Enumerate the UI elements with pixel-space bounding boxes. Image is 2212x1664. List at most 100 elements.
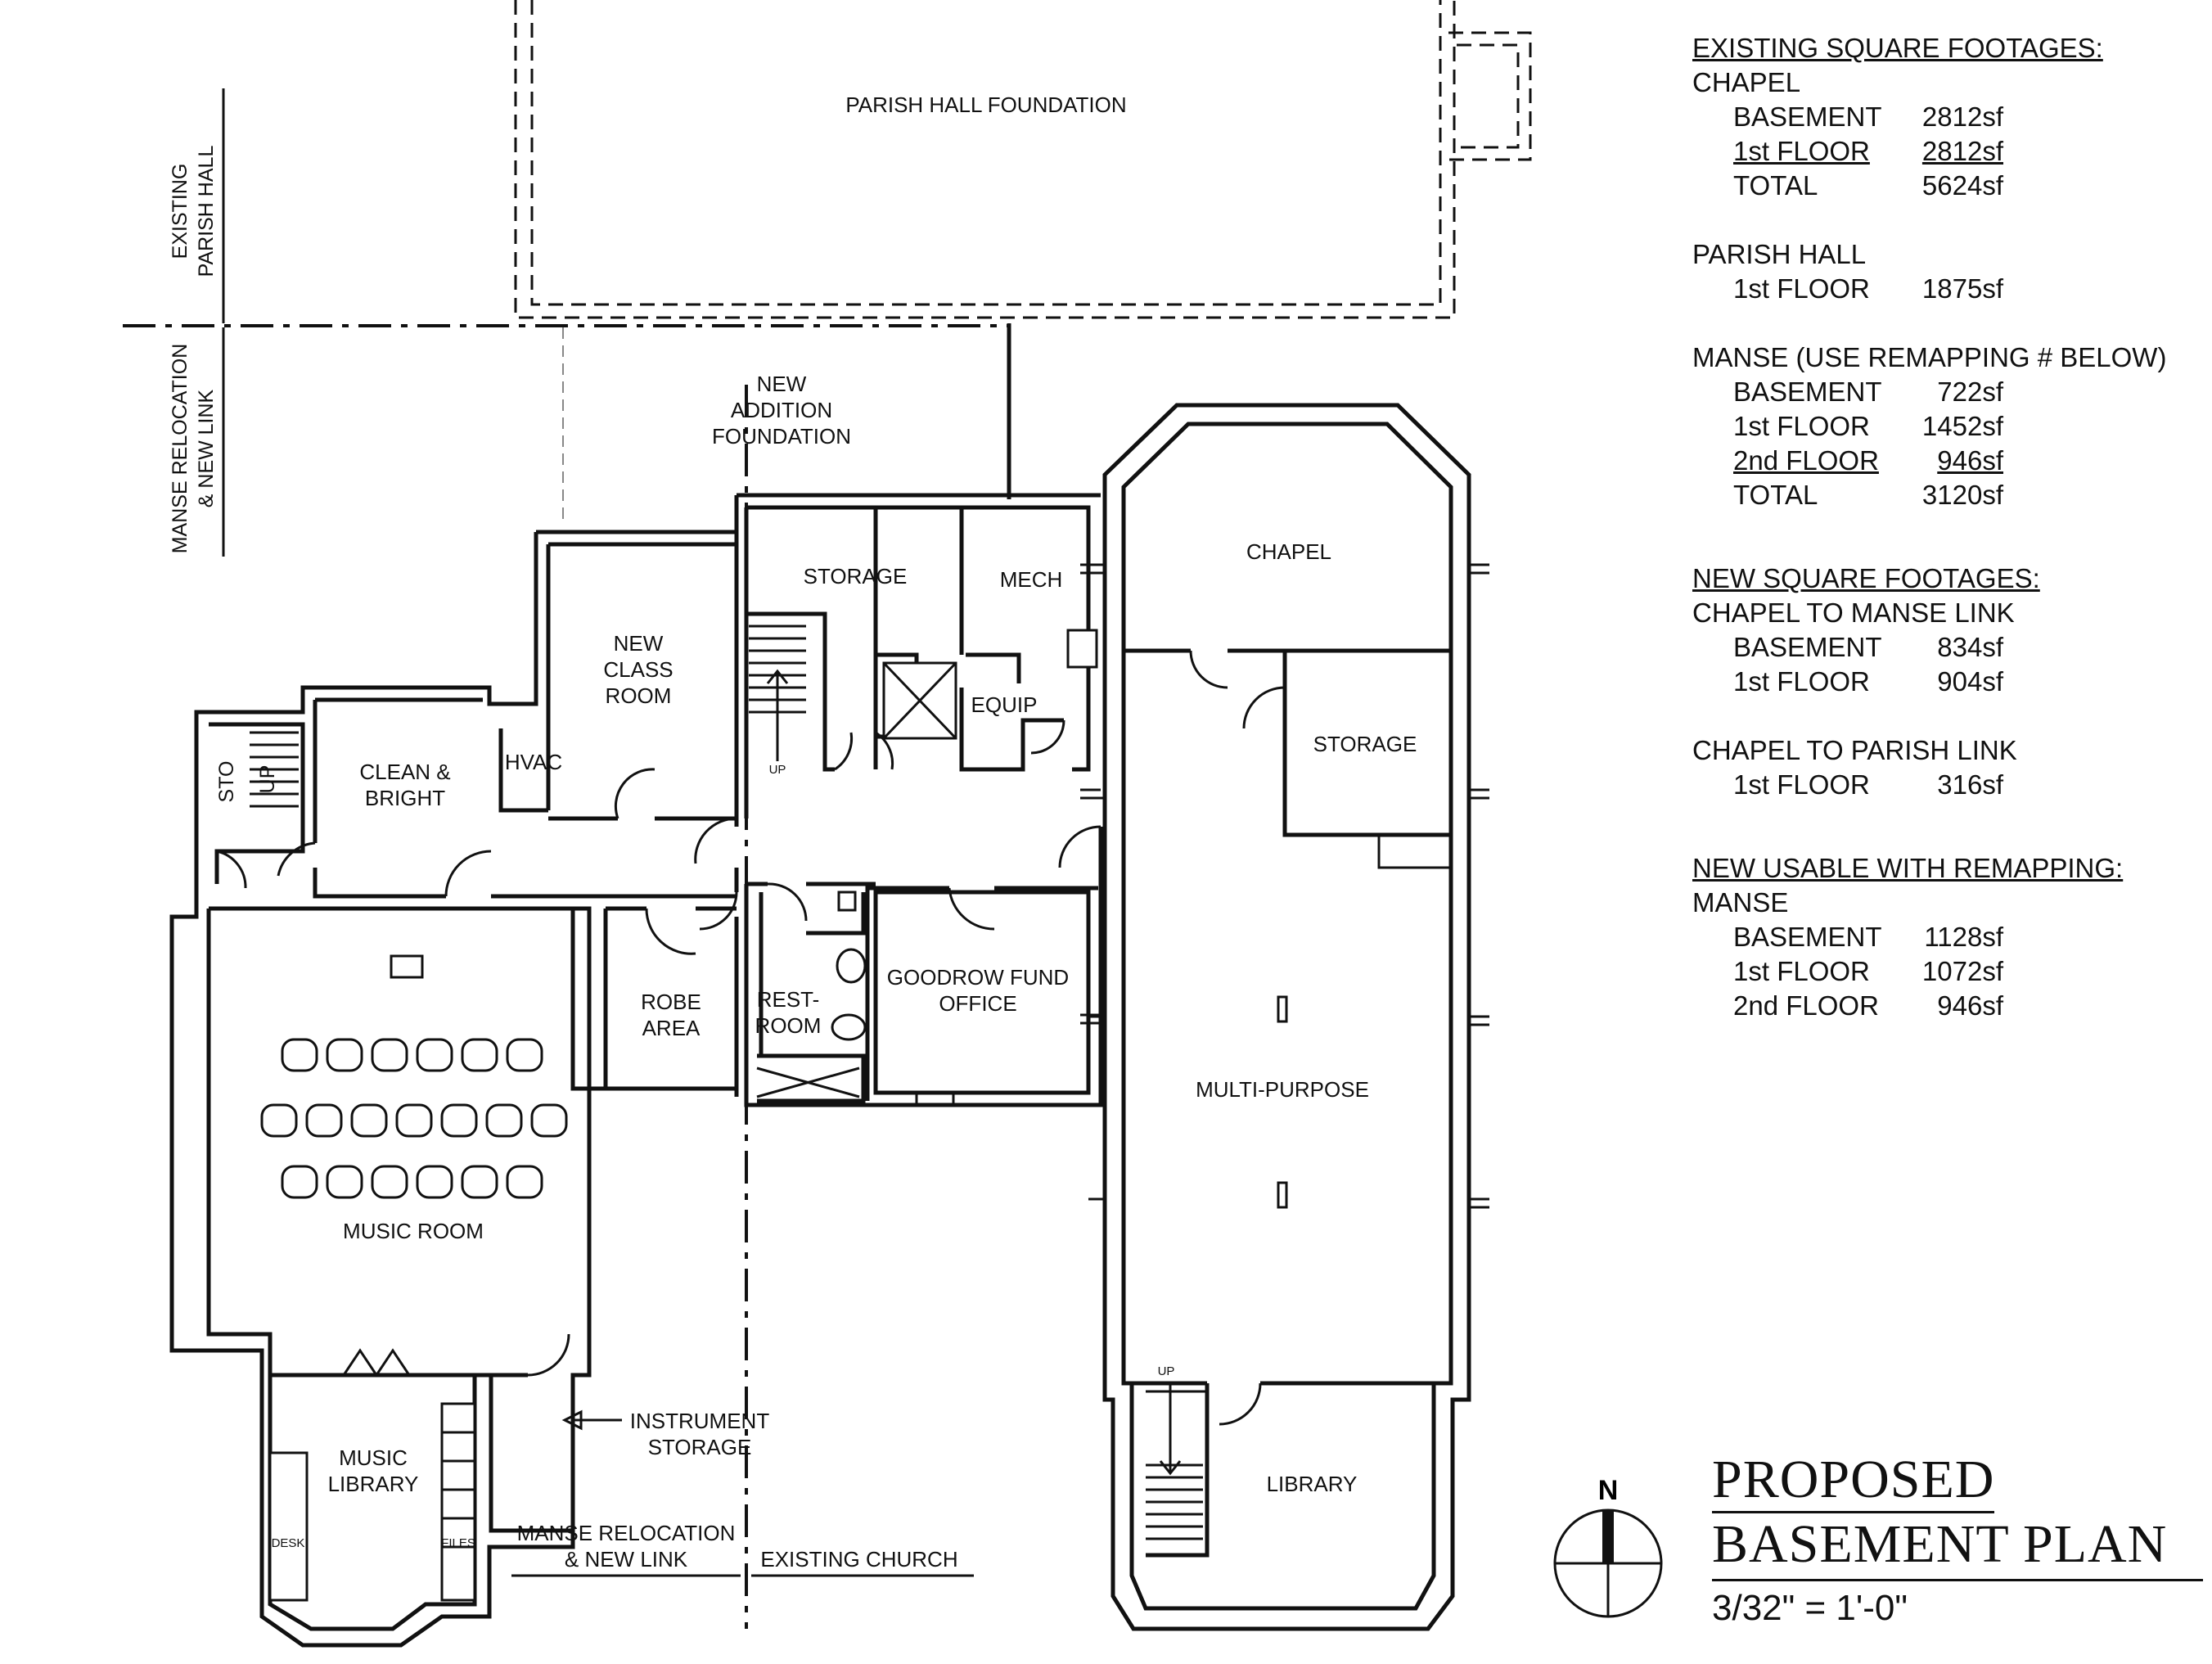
row-label: BASEMENT: [1733, 377, 1882, 407]
north-arrow: N: [1553, 1475, 1663, 1618]
instrument-storage-label-1: INSTRUMENT: [630, 1409, 770, 1433]
music-room-label: MUSIC ROOM: [343, 1219, 484, 1243]
row-value: 1875sf: [1921, 273, 2003, 304]
files-label: FILES: [441, 1536, 475, 1550]
remapping-heading: NEW USABLE WITH REMAPPING:: [1692, 853, 2124, 883]
restroom-label-1: REST-: [757, 987, 820, 1012]
clean-bright-label-1: CLEAN &: [359, 760, 450, 784]
row-label: 2nd FLOOR: [1733, 445, 1879, 476]
manse-relocation-vertical-label-2: & NEW LINK: [195, 389, 218, 507]
restroom-label-2: ROOM: [755, 1013, 822, 1038]
toilet-2: [831, 1013, 867, 1041]
row-value: 904sf: [1937, 666, 2003, 697]
existing-parish-hall-label-1: EXISTING: [169, 164, 191, 259]
row-value: 946sf: [1937, 445, 2003, 476]
new-class-room-label-2: CLASS: [603, 657, 673, 682]
row-value: 1072sf: [1921, 956, 2003, 986]
manse-lower-walls: DESK FILES ROBE AREA MUSIC ROOM MUSIC LI…: [169, 884, 770, 1648]
chapel-heading: CHAPEL: [1692, 67, 1801, 97]
new-section: NEW SQUARE FOOTAGES: CHAPEL TO MANSE LIN…: [1692, 561, 2208, 699]
parish-hall-heading: PARISH HALL: [1692, 239, 1867, 269]
new-class-room-label-3: ROOM: [606, 683, 672, 708]
goodrow-label-1: GOODROW FUND: [887, 965, 1069, 990]
desk: [268, 1451, 309, 1602]
chapel-label: CHAPEL: [1246, 539, 1331, 564]
row-label: 1st FLOOR: [1733, 136, 1870, 166]
title-line-1: PROPOSED: [1712, 1449, 1995, 1513]
parish-hall-foundation-label: PARISH HALL FOUNDATION: [845, 92, 1126, 117]
title-rule: [1712, 1579, 2203, 1581]
robe-area-label-2: AREA: [642, 1016, 701, 1040]
new-class-room-label-1: NEW: [614, 631, 664, 656]
clean-bright-label-2: BRIGHT: [365, 786, 445, 810]
music-library-label-1: MUSIC: [339, 1445, 408, 1470]
existing-church-walls: UP CHAPEL STORAGE MULTI-PURPOSE LIBRARY: [1088, 403, 1489, 1631]
row-label: BASEMENT: [1733, 632, 1882, 662]
north-label: N: [1598, 1475, 1619, 1506]
corridor-doors: [694, 817, 1101, 1097]
row-label: TOTAL: [1733, 480, 1818, 510]
row-label: 2nd FLOOR: [1733, 990, 1879, 1021]
library-stair: UP: [1146, 1364, 1207, 1540]
existing-heading: EXISTING SQUARE FOOTAGES:: [1692, 33, 2103, 63]
manse-relocation-bottom-label-1: MANSE RELOCATION: [517, 1521, 736, 1545]
manse-total-row: TOTAL 3120sf: [1692, 478, 2208, 512]
mech-label: MECH: [1000, 567, 1063, 592]
storage-right-label: STORAGE: [1313, 732, 1417, 756]
chair-rows: [260, 1038, 568, 1199]
existing-parish-hall-label-2: PARISH HALL: [195, 146, 218, 277]
storage-stair: UP: [749, 625, 806, 777]
row-value: 946sf: [1937, 990, 2003, 1021]
multi-purpose-label: MULTI-PURPOSE: [1196, 1077, 1369, 1102]
hvac-label: HVAC: [505, 750, 562, 774]
equip-label: EQUIP: [971, 692, 1038, 717]
row-value: 3120sf: [1921, 480, 2003, 510]
music-room-fixture: [390, 954, 424, 979]
row-label: BASEMENT: [1733, 101, 1882, 132]
files: [440, 1402, 476, 1602]
robe-area-label-1: ROBE: [641, 990, 701, 1014]
parish-hall-1st-floor-row: 1st FLOOR 1875sf: [1692, 272, 2208, 306]
instrument-storage-label-2: STORAGE: [648, 1435, 752, 1459]
title-block: PROPOSED BASEMENT PLAN 3/32" = 1'-0": [1712, 1449, 2203, 1629]
storage-top-label: STORAGE: [804, 564, 908, 588]
restroom-fixture-1: [837, 891, 857, 912]
chapel-manse-basement-row: BASEMENT 834sf: [1692, 630, 2208, 665]
row-label: 1st FLOOR: [1733, 769, 1870, 800]
row-value: 1128sf: [1924, 922, 2003, 952]
desk-label: DESK: [272, 1536, 305, 1550]
library-stair-up-label: UP: [1158, 1364, 1175, 1378]
row-label: 1st FLOOR: [1733, 273, 1870, 304]
manse-2nd-floor-row: 2nd FLOOR 946sf: [1692, 444, 2208, 478]
row-label: 1st FLOOR: [1733, 666, 1870, 697]
music-library-label-2: LIBRARY: [328, 1472, 419, 1496]
parish-hall-section: PARISH HALL 1st FLOOR 1875sf: [1692, 237, 2208, 306]
chapel-manse-heading: CHAPEL TO MANSE LINK: [1692, 598, 2015, 628]
row-value: 834sf: [1937, 632, 2003, 662]
row-label: 1st FLOOR: [1733, 411, 1870, 441]
remap-1st-floor-row: 1st FLOOR 1072sf: [1692, 954, 2208, 989]
row-value: 316sf: [1937, 769, 2003, 800]
mech-fixture: [1066, 629, 1098, 669]
new-addition-label-1: NEW: [757, 372, 807, 396]
title-line-2: BASEMENT PLAN: [1712, 1514, 2168, 1574]
row-label: TOTAL: [1733, 170, 1818, 201]
row-label: 1st FLOOR: [1733, 956, 1870, 986]
toilet-1: [836, 948, 867, 984]
existing-church-label: EXISTING CHURCH: [760, 1547, 957, 1572]
library-label: LIBRARY: [1267, 1472, 1358, 1496]
manse-relocation-vertical-label-1: MANSE RELOCATION: [169, 344, 191, 554]
square-footage-table: EXISTING SQUARE FOOTAGES: CHAPEL BASEMEN…: [1692, 31, 2208, 1057]
link-core-walls: UP STORAGE MECH EQUIP REST- ROOM GOODROW…: [734, 493, 1103, 1107]
scale-label: 3/32" = 1'-0": [1712, 1588, 1908, 1628]
column-2: [1277, 1181, 1288, 1209]
